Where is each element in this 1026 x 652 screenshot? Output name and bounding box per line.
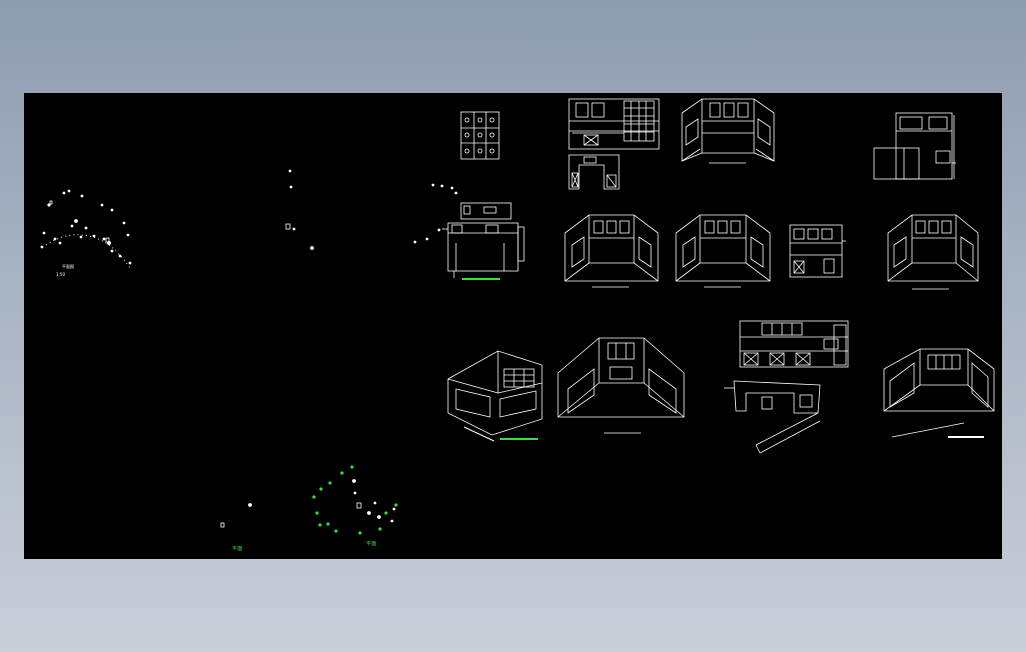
plan-small-1 xyxy=(442,202,525,278)
middle-sketch xyxy=(285,169,458,250)
iso-view-4 xyxy=(887,214,979,290)
elevation-2 xyxy=(789,224,846,278)
iso-view-1 xyxy=(681,98,775,164)
iso-view-6 xyxy=(557,337,685,434)
bottom-sketch xyxy=(220,479,396,528)
top-left-subtitle: 1:50 xyxy=(56,272,65,277)
plan-bottom xyxy=(724,380,821,454)
plan-2 xyxy=(568,154,620,190)
top-left-title: 平面图 xyxy=(62,264,74,269)
green-accents xyxy=(312,278,538,535)
left-plan-sketch xyxy=(40,189,132,269)
iso-view-3 xyxy=(675,214,771,288)
plan-top-right xyxy=(873,112,956,180)
green-label-1: 平面 xyxy=(232,546,243,552)
green-label-2: 平面 xyxy=(366,541,377,547)
iso-view-2 xyxy=(564,214,659,288)
window-grid xyxy=(460,111,500,160)
elevation-3 xyxy=(739,320,849,368)
elevation-1 xyxy=(568,98,660,150)
iso-view-7 xyxy=(883,348,995,438)
iso-view-5 xyxy=(447,350,543,442)
drawing-svg xyxy=(40,98,995,535)
cad-drawing-canvas[interactable]: 平面图 1:50 平面 平面 xyxy=(24,93,1002,559)
